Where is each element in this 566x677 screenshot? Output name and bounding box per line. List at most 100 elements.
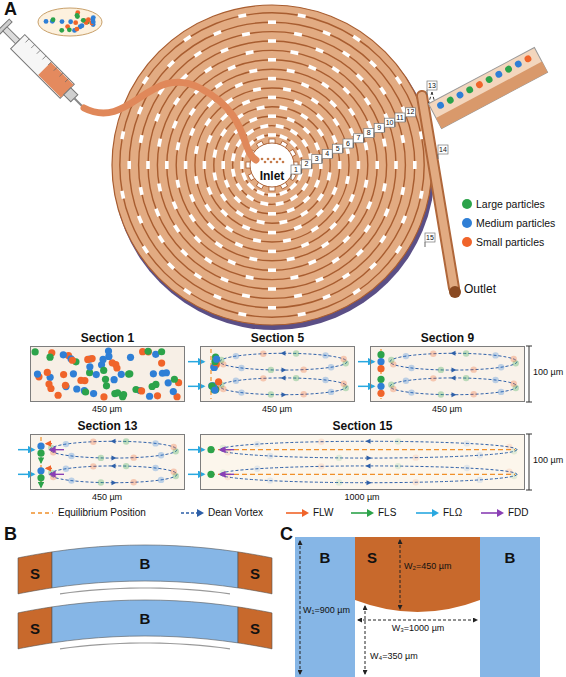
channel-cross-section-part [408, 389, 414, 395]
channel-cross-section-part [46, 443, 52, 444]
spiral-chip-part [345, 176, 350, 185]
channel-cross-section-part [163, 369, 170, 376]
channel-cross-section-part [322, 352, 328, 358]
spiral-chip-part [167, 262, 175, 270]
channel-cross-section-part [37, 450, 44, 457]
spiral-chip-part [220, 128, 227, 137]
spiral-chip-part [342, 235, 350, 243]
spiral-chip-part [268, 212, 276, 216]
spiral-chip-part [382, 183, 387, 192]
spiral-chip-part [137, 106, 143, 115]
channel-cross-section-part [34, 370, 41, 377]
section-number: 5 [336, 145, 340, 153]
channel-cross-section-part [366, 439, 371, 444]
channel-cross-section-part [498, 364, 504, 370]
spiral-chip-part [331, 187, 337, 196]
spiral-chip-part [189, 128, 195, 137]
legend-text: FLW [313, 507, 333, 518]
sample-inset-part [60, 19, 65, 24]
channel-inset-part-part [475, 80, 484, 89]
dimension-bracket-part [529, 434, 530, 490]
spiral-chip-part [283, 87, 292, 92]
legend-line [31, 512, 53, 514]
spiral-chip-part [315, 276, 324, 282]
outlet-channel-part [449, 286, 461, 298]
channel-cross-section-part [165, 379, 172, 386]
spiral-chip-part [206, 135, 212, 144]
spiral-chip-part [157, 138, 162, 147]
tubing [84, 82, 256, 160]
legend-arrowhead [302, 509, 309, 517]
channel-cross-section-part [200, 434, 525, 490]
spiral-chip-part [283, 238, 292, 243]
spiral-chip-part [183, 288, 192, 295]
channel-cross-section-part [149, 383, 156, 390]
dimension: W₂=450 µm [404, 562, 451, 572]
spiral-chip-part [268, 306, 276, 310]
section-title: Section 9 [371, 331, 524, 345]
spiral-chip-part [175, 179, 180, 188]
spiral-chip-part [400, 135, 405, 144]
sample-inset [38, 8, 102, 36]
spiral-chip-part [172, 120, 178, 129]
channel-cross-section-part [63, 441, 69, 447]
syringe-part [54, 67, 58, 71]
dimension-bracket-part [526, 490, 532, 491]
spiral-chip-part [242, 293, 251, 298]
spiral-chip-part [242, 99, 251, 105]
spiral-chip-part [242, 32, 251, 37]
channel-cross-section-part [377, 376, 384, 383]
spiral-chip-part [231, 153, 236, 162]
channel-cross-section-part [188, 474, 204, 476]
dimension: 450 µm [92, 405, 122, 415]
channel-cross-section-part [84, 356, 91, 363]
channel-cross-section-part [127, 354, 134, 361]
spiral-chip-part [400, 187, 405, 196]
spiral-chip-part [317, 128, 324, 137]
spiral-chip-part [356, 73, 364, 81]
spiral-chip-part [315, 47, 324, 53]
spiral-chip-part [279, 190, 288, 196]
spiral-chip-part [214, 241, 223, 248]
channel-inset-part-part [428, 47, 547, 128]
channel-cross-section-part [220, 441, 517, 458]
channel-cross-section-part [207, 446, 214, 453]
spiral-chip-part [357, 161, 361, 169]
dimension: 1000 µm [344, 493, 379, 503]
spiral-chip-part [194, 50, 203, 57]
channel-cross-section-part [367, 480, 372, 485]
channel-cross-section-part [105, 347, 112, 354]
spiral-chip-part [302, 195, 310, 203]
channel-cross-section-part [367, 456, 372, 461]
channel-dimensions-part [480, 537, 540, 677]
section-flag-part [332, 153, 333, 158]
spiral-chip-part [154, 208, 160, 217]
channel-cross-section [188, 434, 525, 490]
spiral-chip-part [401, 215, 407, 224]
section-flag-part [343, 148, 344, 153]
channel-cross-section-part [220, 449, 234, 450]
channel-cross-section-part [210, 449, 515, 450]
legend-arrowhead [497, 509, 504, 517]
channel-cross-section-part [498, 389, 504, 395]
channel-cross-section-part [403, 353, 409, 359]
legend-swatch [462, 199, 472, 209]
spiral-chip-part [204, 66, 213, 73]
channel-cross-section-part [46, 354, 53, 361]
spiral-chip-part [275, 124, 284, 129]
region-letter: S [250, 565, 260, 582]
channel-cross-section [18, 434, 185, 490]
section-number: 8 [367, 129, 371, 137]
curved-channel-part [238, 607, 272, 649]
spiral-chip-part [180, 249, 188, 257]
channel-cross-section-part [336, 455, 342, 461]
section-box: Section 15 [200, 434, 525, 490]
legend-text: Dean Vortex [208, 507, 263, 518]
channel-cross-section-part [377, 390, 384, 397]
spiral-chip-part [300, 210, 309, 217]
channel-cross-section-part [477, 477, 483, 483]
channel-cross-section-part [293, 375, 299, 381]
spiral-chip-part [331, 257, 340, 264]
section-flag-part [364, 129, 374, 138]
inlet-hub-part [276, 161, 279, 164]
